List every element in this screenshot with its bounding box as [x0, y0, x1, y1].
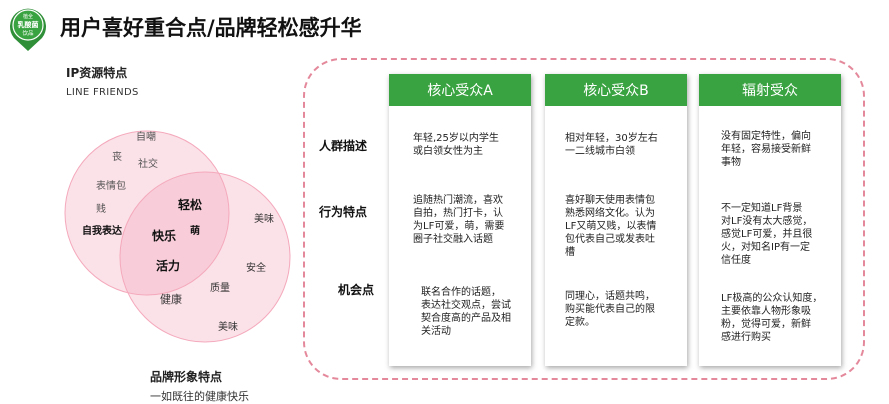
ip-title: IP资源特点	[66, 66, 128, 80]
opportunity-text: LF极高的公众认知度， 主要依靠人物形象吸 粉，觉得可爱，新鲜 感进行购买	[721, 293, 823, 343]
audience-card-b: 核心受众B 相对年轻，30岁左右 一二线城市白领 喜好聊天使用表情包 熟悉网络文…	[545, 74, 687, 366]
audience-header: 核心受众B	[545, 74, 687, 106]
behavior-text: 喜好聊天使用表情包 熟悉网络文化。认为 LF又萌又贱，以表情 包代表自己或发表吐…	[565, 195, 657, 258]
opportunity-text: 同理心，话题共鸣， 购买能代表自己的限 定款。	[565, 291, 655, 328]
venn-word: 美味	[254, 214, 274, 225]
venn-word: 质量	[210, 283, 230, 294]
logo-line2: 乳酸菌	[18, 20, 39, 29]
venn-word: 贱	[96, 204, 106, 215]
venn-word: 活力	[156, 259, 181, 273]
crowd-text: 相对年轻，30岁左右 一二线城市白领	[565, 133, 658, 157]
venn-word: 表情包	[96, 181, 126, 192]
venn-word: 自我表达	[82, 226, 122, 237]
page-title: 用户喜好重合点/品牌轻松感升华	[60, 16, 362, 40]
row-label-opportunity: 机会点	[338, 283, 375, 297]
logo-line1: 植全	[23, 13, 33, 20]
brand-logo: 植全 乳酸菌 饮品	[8, 6, 48, 52]
venn-circle-ip	[64, 130, 230, 296]
venn-word: 快乐	[152, 229, 177, 243]
opportunity-text: 联名合作的话题， 表达社交观点，尝试 契合度高的产品及相 关活动	[421, 287, 511, 337]
ip-subtitle: LINE FRIENDS	[66, 87, 139, 98]
comparison-frame	[303, 58, 865, 380]
audience-header: 核心受众A	[389, 74, 531, 106]
venn-word: 美味	[218, 322, 238, 333]
brand-subtitle: 一如既往的健康快乐	[150, 390, 249, 403]
venn-word: 轻松	[178, 198, 203, 212]
audience-header: 辐射受众	[699, 74, 841, 106]
logo-line3: 饮品	[22, 29, 34, 37]
crowd-text: 年轻,25岁以内学生 或白领女性为主	[413, 133, 499, 157]
audience-card-a: 核心受众A 年轻,25岁以内学生 或白领女性为主 追随热门潮流，喜欢 自拍，热门…	[389, 74, 531, 366]
venn-word: 自嘲	[136, 132, 156, 143]
crowd-text: 没有固定特性，偏向 年轻，容易接受新鲜 事物	[721, 131, 811, 168]
audience-card-radiate: 辐射受众 没有固定特性，偏向 年轻，容易接受新鲜 事物 不一定知道LF背景 对L…	[699, 74, 841, 366]
venn-circle-brand	[119, 171, 291, 343]
venn-word: 安全	[246, 263, 266, 274]
venn-word: 丧	[112, 152, 122, 163]
venn-diagram: 自嘲 丧 社交 表情包 贱 自我表达 轻松 快乐 萌 活力 美味 安全 健康 质…	[60, 110, 300, 360]
row-label-behavior: 行为特点	[319, 205, 368, 219]
venn-word: 健康	[160, 293, 182, 306]
brand-title: 品牌形象特点	[150, 370, 223, 384]
venn-word: 萌	[190, 226, 200, 237]
venn-word: 社交	[138, 159, 158, 170]
behavior-text: 追随热门潮流，喜欢 自拍，热门打卡，认 为LF可爱，萌，需要 圈子社交融入话题	[413, 195, 505, 245]
row-label-crowd: 人群描述	[319, 139, 368, 153]
behavior-text: 不一定知道LF背景 对LF没有太大感觉， 感觉LF可爱，并且很 火，对知名IP有…	[721, 203, 813, 266]
